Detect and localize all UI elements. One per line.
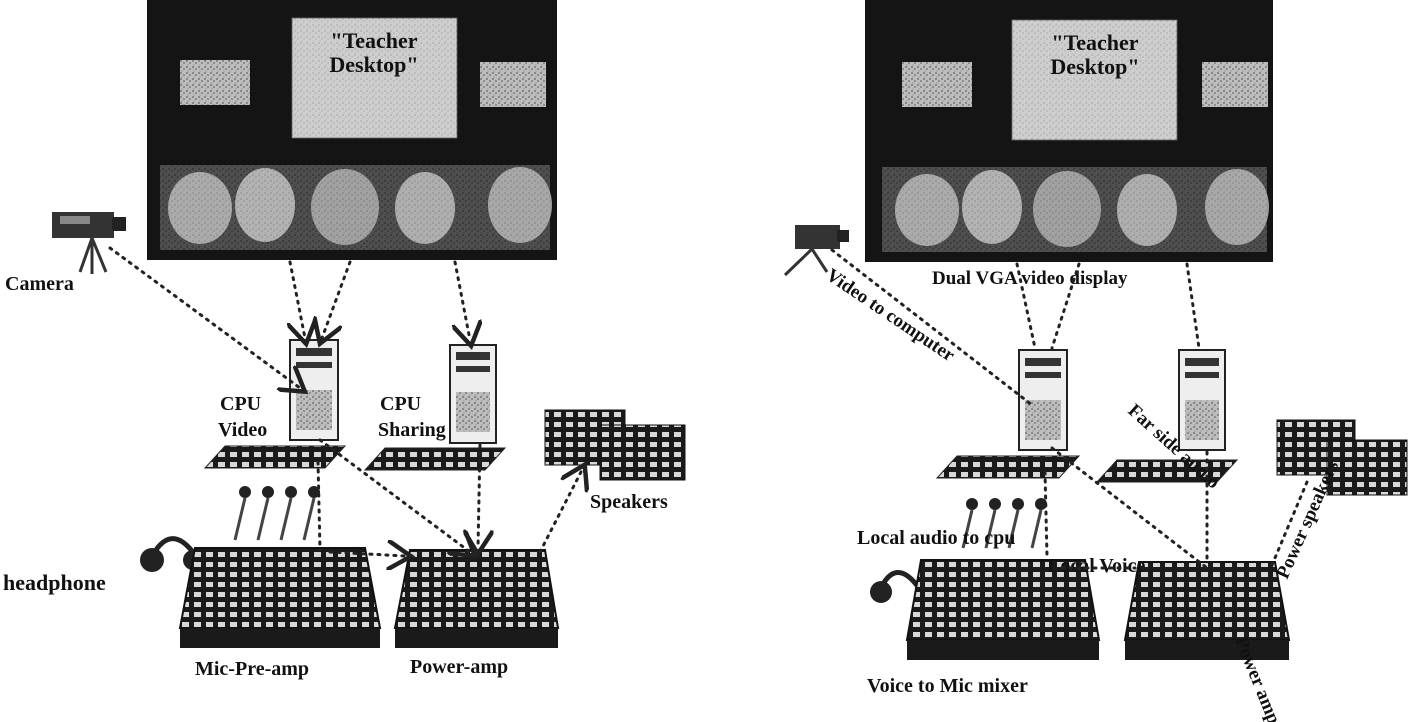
speakers-icon: [544, 409, 686, 481]
remote-thumbnail-right: [480, 62, 546, 107]
remote-students-row: [160, 165, 552, 250]
remote-thumbnail-left-right: [902, 62, 972, 107]
camera-label: Camera: [5, 273, 74, 295]
remote-students-row-right: [882, 167, 1269, 252]
cpu-video-label-2: Video: [218, 419, 267, 441]
power-speakers-label: Power speakers: [1272, 458, 1343, 582]
headphone-label: headphone: [3, 570, 106, 595]
cpu-sharing-tower: [449, 344, 497, 444]
power-amp-mixer-right: [1123, 561, 1291, 660]
cpu-sharing-label-2: Sharing: [378, 419, 446, 441]
remote-thumbnail-right-right: [1202, 62, 1268, 107]
voice-mixer-label: Voice to Mic mixer: [867, 675, 1028, 697]
power-amp-mixer: [393, 549, 560, 648]
cpu-video-label-1: CPU: [220, 393, 261, 415]
mic-preamp-label: Mic-Pre-amp: [195, 658, 309, 680]
remote-thumbnail-left: [180, 60, 250, 105]
keyboard-video-right: [935, 455, 1081, 479]
video-display-label: Dual VGA video display: [932, 268, 1128, 289]
mic-preamp-mixer: [178, 547, 382, 648]
headphone-icon-right: [870, 570, 922, 603]
camera-icon: [52, 212, 126, 274]
microphones-icon-right: [961, 498, 1047, 549]
microphones-icon: [233, 486, 320, 541]
cpu-video-tower-right: [1018, 349, 1068, 451]
keyboard-sharing-right: [1095, 459, 1239, 483]
local-audio-label: Local audio to cpu: [857, 527, 1015, 549]
local-voice-label: Local Voice: [1047, 555, 1145, 577]
voice-mixer: [905, 559, 1101, 660]
speakers-icon-right: [1276, 419, 1408, 496]
signal-connections-right: [830, 248, 1309, 570]
cpu-sharing-tower-right: [1178, 349, 1226, 451]
keyboard-sharing: [363, 447, 507, 471]
camera-icon-right: [783, 225, 849, 277]
speakers-label: Speakers: [590, 491, 668, 513]
cpu-sharing-label-1: CPU: [380, 393, 421, 415]
signal-connections: [108, 246, 582, 556]
power-amp-label: Power-amp: [410, 656, 508, 678]
cpu-video-tower: [289, 339, 339, 441]
keyboard-video: [203, 445, 347, 469]
